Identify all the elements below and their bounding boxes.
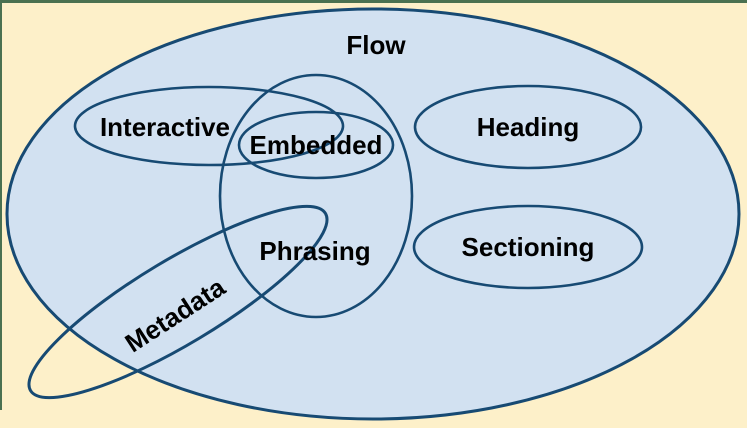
- interactive-label: Interactive: [100, 112, 230, 142]
- sectioning-ellipse: [412, 204, 644, 290]
- flow-label: Flow: [346, 30, 406, 60]
- sectioning-label: Sectioning: [462, 232, 595, 262]
- heading-ellipse: [413, 84, 643, 170]
- embedded-ellipse: [237, 110, 395, 180]
- inner-ellipses-group: [27, 73, 644, 400]
- flow-ellipse: [5, 7, 741, 421]
- phrasing-ellipse: [218, 73, 414, 319]
- embedded-label: Embedded: [250, 130, 383, 160]
- frame-border-left: [0, 0, 2, 410]
- frame-border-top: [0, 0, 747, 3]
- metadata-ellipse: [27, 204, 329, 400]
- phrasing-label: Phrasing: [259, 236, 370, 266]
- interactive-ellipse: [73, 85, 345, 167]
- heading-label: Heading: [477, 112, 580, 142]
